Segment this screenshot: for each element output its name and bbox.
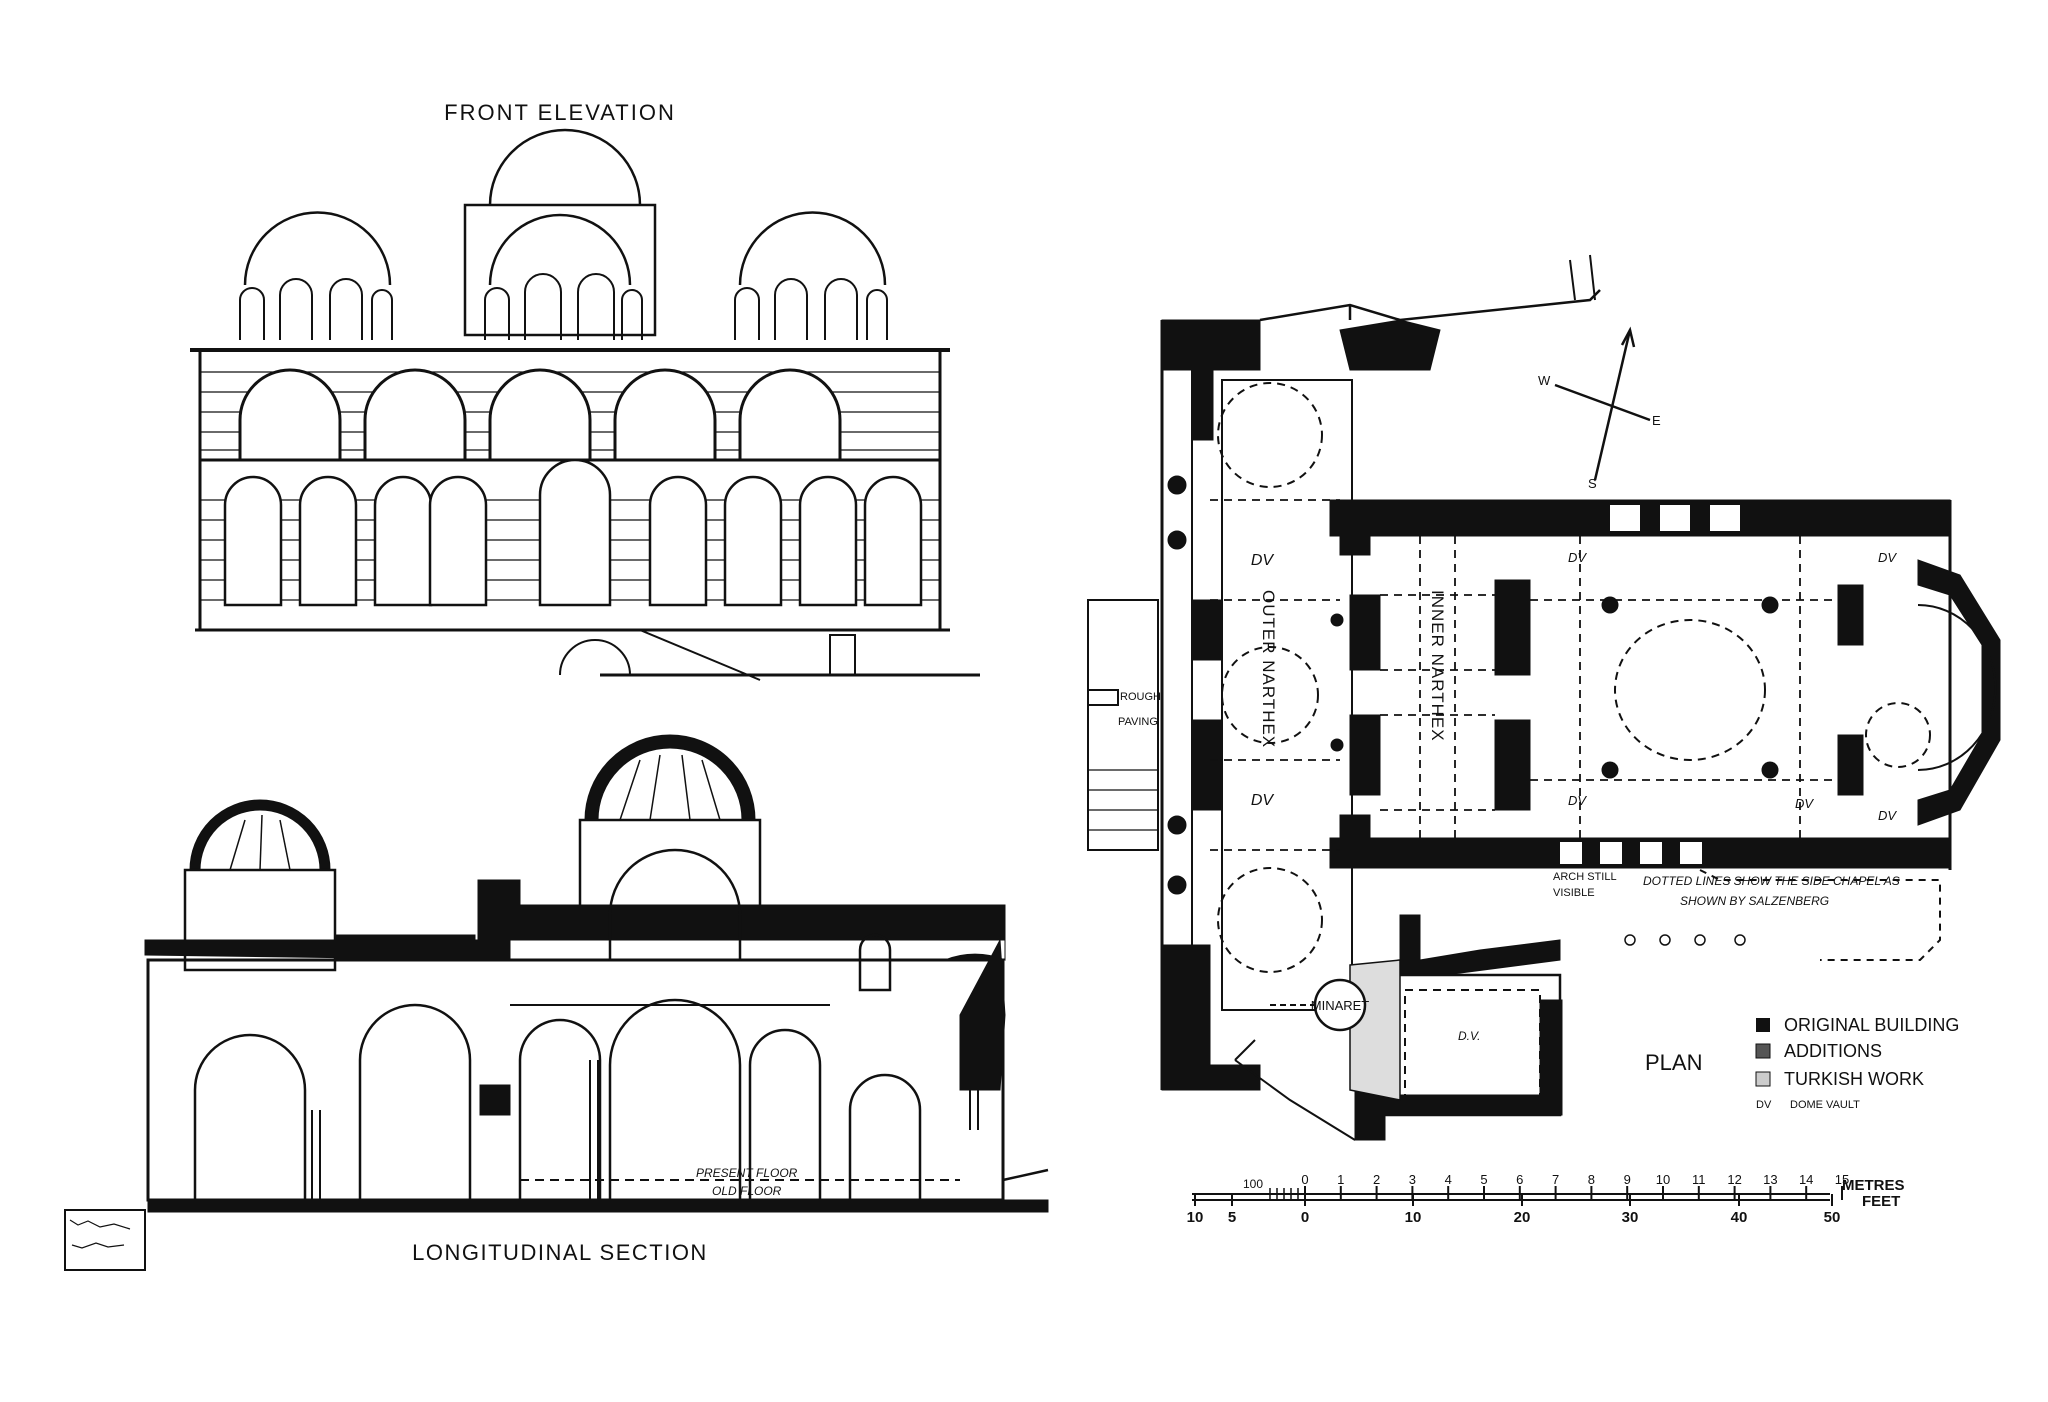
section-arches bbox=[193, 848, 922, 1200]
plan-drawing: MINARET W E S DV DV DV DV DV DV DV D.V. … bbox=[1087, 254, 2001, 1141]
north-wall-openings bbox=[1610, 505, 1740, 531]
legend-original-label: ORIGINAL BUILDING bbox=[1784, 1015, 1959, 1035]
metre-tick-label: 8 bbox=[1588, 1172, 1595, 1187]
dv-label-6: DV bbox=[1795, 796, 1814, 811]
dv-label-7: DV bbox=[1878, 808, 1897, 823]
dome-ribs bbox=[229, 754, 721, 871]
drum-windows bbox=[239, 273, 888, 340]
arch-still-note-2: VISIBLE bbox=[1553, 887, 1595, 899]
narthex-piers bbox=[1339, 534, 1531, 841]
legend: ORIGINAL BUILDING ADDITIONS TURKISH WORK… bbox=[1755, 1015, 1959, 1111]
metre-tick-label: 9 bbox=[1624, 1172, 1631, 1187]
legend-swatch-additions bbox=[1755, 1043, 1771, 1059]
chapel-columns bbox=[1624, 934, 1746, 946]
scale-metres-left: 100 bbox=[1243, 1177, 1263, 1191]
paving-stones bbox=[1088, 769, 1158, 831]
longitudinal-section-title: LONGITUDINAL SECTION bbox=[412, 1240, 708, 1265]
lower-arcade bbox=[223, 458, 923, 607]
metre-tick-label: 1 bbox=[1337, 1172, 1344, 1187]
compass-w: W bbox=[1538, 373, 1551, 388]
scale-feet-label: FEET bbox=[1862, 1193, 1900, 1210]
present-floor-label: PRESENT FLOOR bbox=[696, 1166, 798, 1180]
compass-s: S bbox=[1588, 476, 1597, 491]
legend-dv-desc: DOME VAULT bbox=[1790, 1099, 1860, 1111]
dv-label-5: DV bbox=[1568, 793, 1587, 808]
inner-narthex-label: INNER NARTHEX bbox=[1428, 590, 1447, 742]
scale-metres-label: METRES bbox=[1842, 1177, 1905, 1194]
metre-tick-label: 12 bbox=[1727, 1172, 1741, 1187]
metre-tick-label: 2 bbox=[1373, 1172, 1380, 1187]
metre-tick-label: 13 bbox=[1763, 1172, 1777, 1187]
upper-arcade bbox=[238, 368, 842, 462]
front-elevation-drawing: FRONT ELEVATION bbox=[190, 100, 980, 681]
metre-tick-label: 5 bbox=[1480, 1172, 1487, 1187]
front-elevation-title: FRONT ELEVATION bbox=[444, 100, 676, 125]
metre-tick-label: 3 bbox=[1409, 1172, 1416, 1187]
vault-grid bbox=[1210, 499, 1840, 851]
section-columns bbox=[311, 1060, 979, 1200]
minaret-label: MINARET bbox=[1311, 998, 1370, 1013]
feet-tick-label: 50 bbox=[1824, 1209, 1841, 1226]
metre-tick-label: 7 bbox=[1552, 1172, 1559, 1187]
feet-tick-label: 40 bbox=[1731, 1209, 1748, 1226]
dotted-lines-note-2: SHOWN BY SALZENBERG bbox=[1680, 894, 1829, 908]
feet-tick-label: 0 bbox=[1301, 1209, 1309, 1226]
arch-still-note-1: ARCH STILL bbox=[1553, 871, 1617, 883]
metre-tick-label: 10 bbox=[1656, 1172, 1670, 1187]
legend-swatch-turkish bbox=[1755, 1071, 1771, 1087]
legend-swatch-original bbox=[1756, 1018, 1770, 1032]
metre-tick-label: 11 bbox=[1692, 1172, 1706, 1187]
metre-tick-label: 0 bbox=[1301, 1172, 1308, 1187]
dv-annex-label: D.V. bbox=[1458, 1029, 1480, 1043]
feet-tick-label: 30 bbox=[1622, 1209, 1639, 1226]
feet-tick-label: 5 bbox=[1228, 1209, 1236, 1226]
legend-turkish-label: TURKISH WORK bbox=[1784, 1069, 1924, 1089]
feet-tick-label: 10 bbox=[1187, 1209, 1204, 1226]
metre-tick-label: 4 bbox=[1445, 1172, 1452, 1187]
dv-label-2: DV bbox=[1251, 792, 1275, 809]
south-wall-openings bbox=[1560, 842, 1702, 864]
metre-tick-label: 14 bbox=[1799, 1172, 1813, 1187]
west-piers bbox=[1167, 475, 1187, 895]
old-floor-label: OLD FLOOR bbox=[712, 1184, 782, 1198]
plan-title: PLAN bbox=[1645, 1050, 1702, 1075]
dv-label-3: DV bbox=[1568, 550, 1587, 565]
rough-paving-note-2: PAVING bbox=[1118, 716, 1158, 728]
metre-tick-label: 15 bbox=[1835, 1172, 1849, 1187]
feet-tick-label: 20 bbox=[1514, 1209, 1531, 1226]
compass-e: E bbox=[1652, 413, 1661, 428]
nave-columns bbox=[1330, 584, 1864, 796]
dv-label-1: DV bbox=[1251, 552, 1275, 569]
dome-vault-outlines bbox=[1217, 382, 1931, 973]
feet-tick-label: 10 bbox=[1405, 1209, 1422, 1226]
metre-tick-label: 6 bbox=[1516, 1172, 1523, 1187]
legend-additions-label: ADDITIONS bbox=[1784, 1041, 1882, 1061]
longitudinal-section-drawing: PRESENT FLOOR OLD FLOOR LONGITUDINAL SEC… bbox=[64, 734, 1049, 1271]
north-arrow bbox=[1554, 326, 1651, 481]
outer-narthex-label: OUTER NARTHEX bbox=[1259, 590, 1278, 748]
dv-label-4: DV bbox=[1878, 550, 1897, 565]
rough-paving-note-1: ROUGH bbox=[1120, 691, 1161, 703]
dotted-lines-note-1: DOTTED LINES SHOW THE SIDE CHAPEL AS bbox=[1643, 874, 1900, 888]
legend-dv-abbr: DV bbox=[1756, 1099, 1772, 1111]
